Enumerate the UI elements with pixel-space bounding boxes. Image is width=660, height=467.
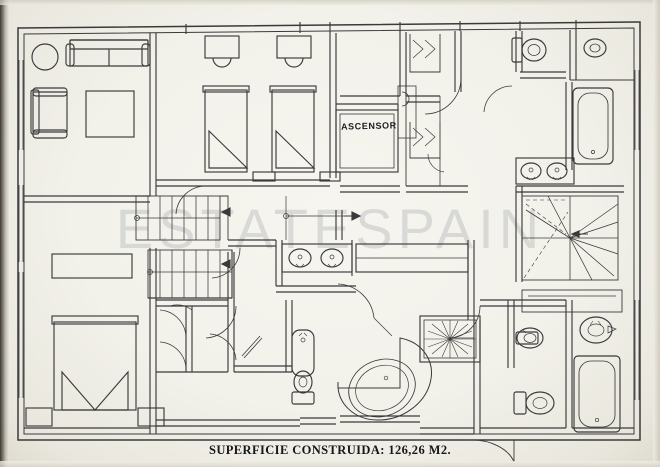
scan-edge-top bbox=[0, 0, 660, 5]
caption-text: SUPERFICIE CONSTRUIDA: 126,26 M2. bbox=[208, 443, 452, 457]
plan-caption: SUPERFICIE CONSTRUIDA: 126,26 M2. bbox=[0, 443, 660, 458]
elevator-label: ASCENSOR bbox=[340, 120, 397, 132]
scan-edge-right bbox=[653, 0, 660, 467]
scan-edge-left bbox=[0, 0, 9, 467]
scan-edge-bottom bbox=[0, 461, 660, 467]
